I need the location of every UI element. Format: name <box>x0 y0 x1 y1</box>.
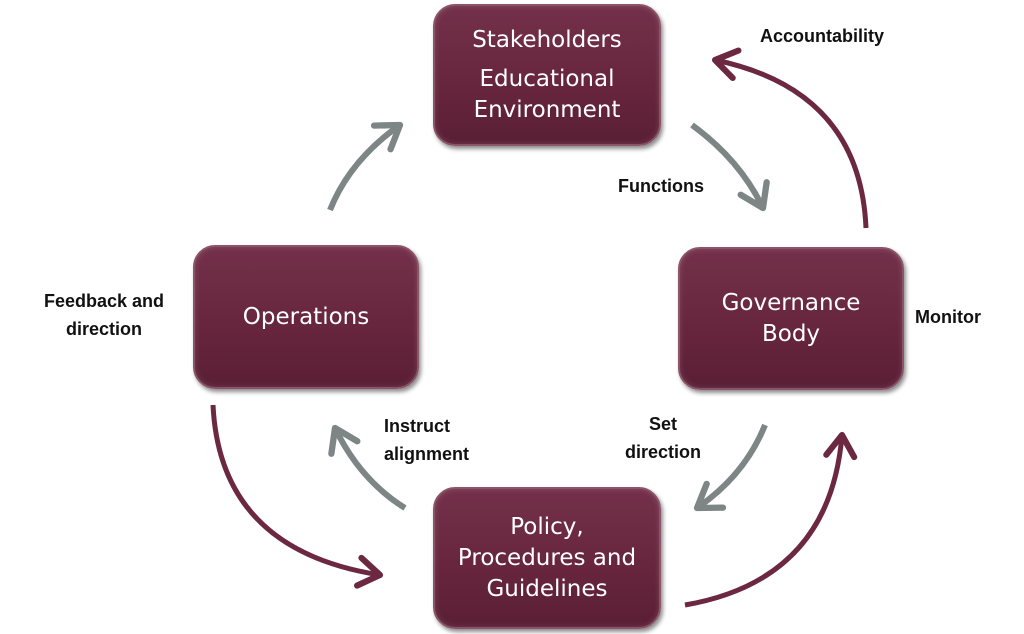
operations-title: Operations <box>242 303 370 330</box>
label-instruct-line2: alignment <box>384 444 470 464</box>
stakeholders-line2: Educational <box>479 65 615 92</box>
label-set-line2: direction <box>625 442 702 462</box>
stakeholders-box: Stakeholders Educational Environment <box>433 4 661 146</box>
stakeholders-title: Stakeholders <box>472 26 622 53</box>
label-functions: Functions <box>618 176 704 196</box>
label-accountability: Accountability <box>760 26 885 46</box>
policy-line2: Procedures and <box>457 544 637 571</box>
arrow-stakeholders-to-governance <box>690 122 770 212</box>
policy-box: Policy, Procedures and Guidelines <box>433 487 661 629</box>
label-set-line1: Set <box>649 414 678 434</box>
label-monitor: Monitor <box>915 307 981 327</box>
label-instruct-line1: Instruct <box>384 416 451 436</box>
arrow-governance-to-policy <box>693 423 768 512</box>
arrow-monitor <box>684 431 858 608</box>
arrow-policy-to-operations <box>328 424 407 511</box>
arrow-accountability <box>711 47 869 229</box>
arrow-operations-to-stakeholders <box>327 121 404 212</box>
policy-line1: Policy, <box>510 513 584 540</box>
governance-box: Governance Body <box>678 247 904 390</box>
label-feedback: Feedback and direction <box>44 287 164 343</box>
policy-line3: Guidelines <box>486 575 608 602</box>
stakeholders-line3: Environment <box>473 96 621 123</box>
operations-box: Operations <box>193 245 419 389</box>
governance-line2: Body <box>761 320 821 347</box>
arrow-feedback <box>210 404 384 589</box>
governance-line1: Governance <box>721 289 861 316</box>
label-set-direction: Set direction <box>625 410 701 466</box>
label-instruct: Instruct alignment <box>384 412 469 468</box>
label-feedback-line2: direction <box>66 319 143 339</box>
label-feedback-line1: Feedback and <box>44 291 165 311</box>
